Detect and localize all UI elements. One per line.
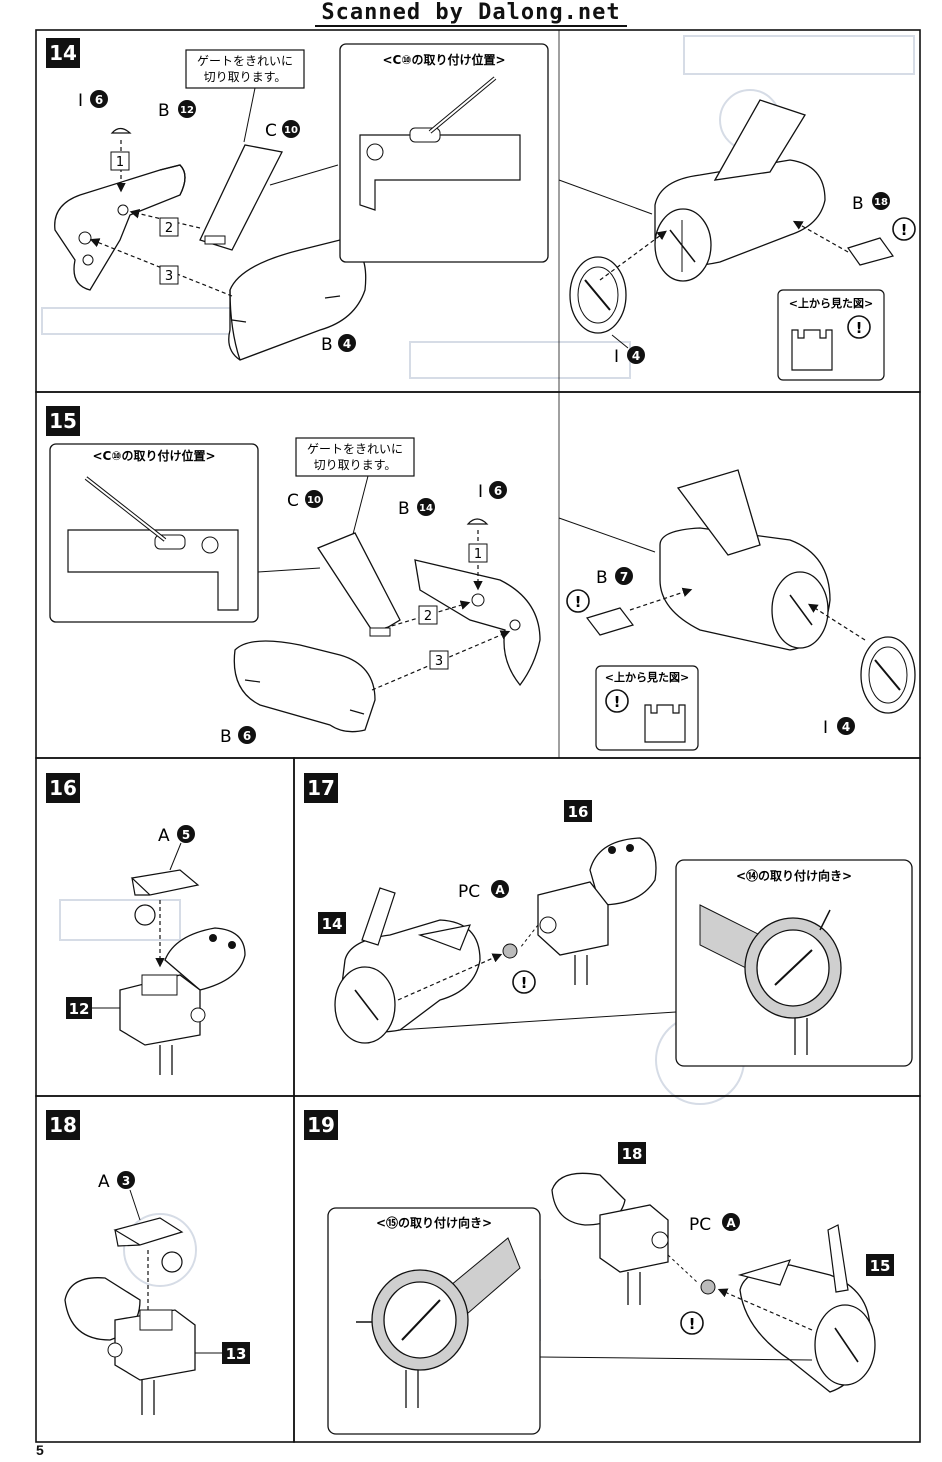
top-view-title: <上から見た図> — [789, 296, 873, 310]
inset-title: <⑭の取り付け向き> — [736, 868, 852, 883]
part-number: 14 — [419, 503, 433, 514]
part-letter: I — [478, 482, 483, 502]
watermark: Scanned by Dalong.net — [0, 0, 942, 28]
gate-note-line1: ゲートをきれいに — [197, 54, 293, 68]
svg-text:!: ! — [856, 319, 863, 337]
part-number: 18 — [874, 197, 888, 208]
step-18-panel: 18 A 3 13 — [35, 1095, 295, 1443]
top-view-title: <上から見た図> — [605, 670, 689, 684]
step-19-panel: 19 18 15 PC A ! <⑮の取り付け向き> — [293, 1095, 921, 1443]
part-letter: B — [321, 335, 333, 355]
part-number: 5 — [182, 828, 190, 842]
svg-text:!: ! — [614, 693, 621, 711]
svg-text:!: ! — [521, 974, 528, 992]
part-letter: PC — [458, 882, 480, 902]
part-letter: A — [98, 1172, 110, 1192]
part-number: 12 — [180, 105, 194, 116]
step-number: 14 — [49, 41, 77, 65]
part-letter: C — [287, 491, 299, 511]
ref-step: 15 — [870, 1257, 891, 1275]
step-14-panel: 14 ゲートをきれいに 切り取ります。 I 6 B 12 C 10 B 4 — [35, 29, 921, 393]
part-letter: I — [823, 718, 828, 738]
part-number: 10 — [284, 125, 298, 136]
part-number: 4 — [632, 349, 640, 363]
step-number: 18 — [49, 1113, 77, 1137]
part-letter: B — [220, 727, 232, 747]
order-number: 3 — [435, 654, 443, 669]
order-number: 1 — [116, 155, 124, 170]
part-number: 3 — [122, 1174, 130, 1188]
part-letter: B — [852, 194, 864, 214]
part-number: 7 — [620, 570, 628, 584]
order-number: 1 — [474, 547, 482, 562]
ref-step: 14 — [322, 915, 343, 933]
gate-note-line2: 切り取ります。 — [204, 70, 287, 84]
part-letter: B — [158, 101, 170, 121]
step-15-panel: 15 <C⑩の取り付け位置> ゲートをきれいに 切り取ります。 C 10 B 1… — [35, 391, 921, 759]
step-16-panel: 16 A 5 12 — [35, 757, 295, 1097]
part-number: 6 — [95, 93, 103, 107]
inset-title: <C⑩の取り付け位置> — [382, 52, 505, 67]
svg-text:!: ! — [689, 1315, 696, 1333]
part-number: 4 — [842, 720, 850, 734]
gate-note-line1: ゲートをきれいに — [307, 442, 403, 456]
step-number: 15 — [49, 409, 77, 433]
part-number: A — [495, 883, 505, 897]
step-number: 17 — [307, 776, 335, 800]
part-number: 6 — [494, 484, 502, 498]
order-number: 2 — [424, 609, 432, 624]
gate-note-line2: 切り取ります。 — [314, 458, 397, 472]
ref-step: 18 — [622, 1145, 643, 1163]
svg-text:!: ! — [901, 221, 908, 239]
part-letter: A — [158, 826, 170, 846]
svg-text:!: ! — [575, 593, 582, 611]
step-17-panel: 17 16 14 PC A ! <⑭の取り付け向き> — [293, 757, 921, 1097]
ref-step: 13 — [226, 1345, 247, 1363]
part-number: 10 — [307, 495, 321, 506]
part-number: 4 — [343, 337, 351, 351]
part-letter: I — [78, 91, 83, 111]
order-number: 3 — [165, 269, 173, 284]
inset-title: <⑮の取り付け向き> — [376, 1215, 492, 1230]
page-number: 5 — [36, 1442, 44, 1458]
part-number: 6 — [243, 729, 251, 743]
order-number: 2 — [165, 221, 173, 236]
step-number: 19 — [307, 1113, 335, 1137]
ref-step: 16 — [568, 803, 589, 821]
part-letter: PC — [689, 1215, 711, 1235]
part-letter: C — [265, 121, 277, 141]
part-letter: B — [596, 568, 608, 588]
part-letter: B — [398, 499, 410, 519]
part-letter: I — [614, 347, 619, 367]
ref-step: 12 — [69, 1000, 90, 1018]
step-number: 16 — [49, 776, 77, 800]
part-number: A — [726, 1216, 736, 1230]
inset-title: <C⑩の取り付け位置> — [92, 448, 215, 463]
